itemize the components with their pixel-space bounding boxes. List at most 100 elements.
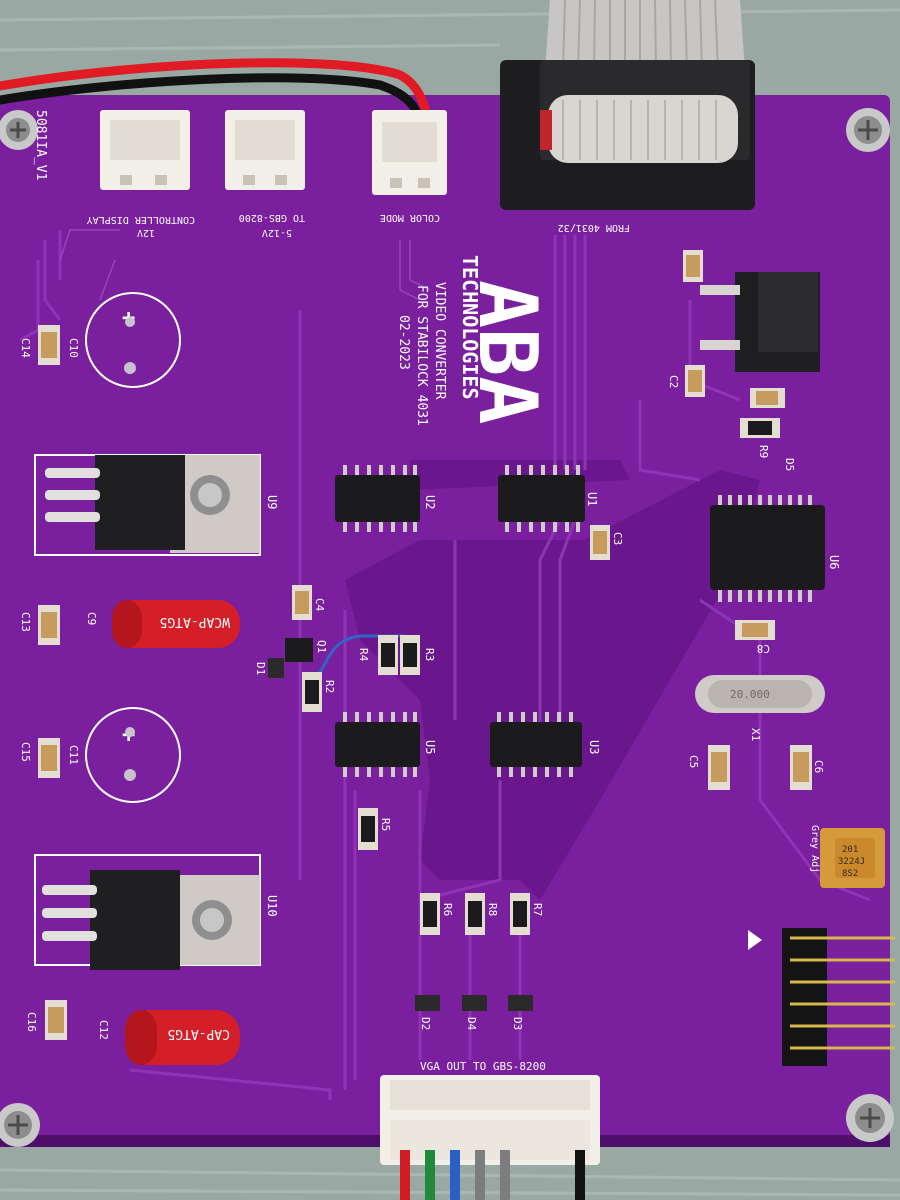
label-grey-adj: Grey Adj — [809, 825, 820, 873]
cap-footprint-c11: + — [85, 707, 181, 803]
label-r3: R3 — [423, 648, 436, 661]
smd-cap-c15 — [38, 738, 60, 778]
label-c4: C4 — [313, 598, 326, 612]
cap-c9-marking: WCAP-ATG5 — [160, 614, 230, 629]
ic-u5 — [335, 712, 420, 777]
label-u3: U3 — [587, 740, 601, 754]
idc-header-input — [500, 60, 755, 210]
trimmer-line-2: 3224J — [838, 857, 865, 867]
smd-cap-c14 — [38, 325, 60, 365]
connector-gbs-power — [225, 110, 305, 190]
label-r6: R6 — [441, 903, 454, 916]
label-d2: D2 — [419, 1017, 432, 1030]
cap-footprint-c10: + — [85, 292, 181, 388]
label-r5: R5 — [379, 818, 392, 831]
diode-d3 — [508, 995, 533, 1011]
label-c11: C11 — [67, 745, 80, 765]
smd-resistor-r3 — [400, 635, 420, 675]
board-product: VIDEO CONVERTER — [432, 282, 447, 400]
diode-d4 — [462, 995, 487, 1011]
smd-cap-c2 — [685, 365, 705, 397]
trimmer-line-1: 201 — [842, 845, 858, 855]
smd-cap-top — [683, 250, 703, 282]
transistor-q1 — [285, 638, 313, 662]
smd-cap-c5 — [708, 745, 730, 790]
label-u1: U1 — [585, 492, 599, 506]
crystal-x1: 20.000 — [695, 675, 825, 713]
label-c12: C12 — [97, 1020, 110, 1040]
ic-u2 — [335, 465, 420, 532]
traces — [19, 230, 871, 1100]
revision-label: 5081IA_V1 — [33, 110, 48, 180]
label-u10: U10 — [265, 895, 279, 917]
connector-color-mode — [372, 110, 447, 195]
crystal-marking: 20.000 — [730, 688, 770, 701]
smd-resistor-r6 — [420, 893, 440, 935]
label-c2: C2 — [667, 375, 680, 388]
label-color-mode: COLOR MODE — [380, 212, 440, 223]
label-to-gbs: TO GBS-8200 — [239, 212, 305, 223]
vga-out-connector — [380, 1075, 600, 1165]
mounting-screw-bottom-left — [0, 1103, 40, 1147]
label-c8: C8 — [757, 642, 770, 655]
label-u6: U6 — [827, 555, 841, 569]
ic-u1 — [498, 465, 585, 532]
board-target: FOR STABILOCK 4031 — [414, 285, 429, 426]
diode-d2 — [415, 995, 440, 1011]
label-r2: R2 — [323, 680, 336, 693]
label-c15: C15 — [19, 742, 32, 762]
label-c13: C13 — [19, 612, 32, 632]
logo-technologies: TECHNOLOGIES — [458, 255, 482, 400]
label-ribbon-in: FROM 4031/32 — [558, 222, 630, 233]
smd-cap-c6 — [790, 745, 812, 790]
mounting-screw-top-right — [846, 108, 890, 152]
ribbon-cable — [545, 0, 745, 71]
regulator-u10 — [34, 854, 261, 970]
label-c6: C6 — [812, 760, 825, 773]
label-d5: D5 — [783, 458, 796, 471]
smd-cap-c4 — [292, 585, 312, 620]
regulator-u9 — [34, 454, 261, 556]
board-date: 02-2023 — [396, 315, 411, 370]
smd-cap-c3 — [590, 525, 610, 560]
label-c9: C9 — [85, 612, 98, 625]
label-q1: Q1 — [315, 640, 328, 653]
mounting-screw-bottom-right — [846, 1094, 894, 1142]
smd-cap-c13 — [38, 605, 60, 645]
diode-d1 — [268, 658, 284, 678]
label-u9: U9 — [265, 495, 279, 509]
label-x1: X1 — [749, 728, 762, 741]
label-c3: C3 — [611, 532, 624, 545]
vga-wires — [400, 1150, 585, 1200]
regulator-dpak — [700, 272, 820, 372]
smd-resistor-r9 — [740, 418, 780, 438]
smd-cap-c16 — [45, 1000, 67, 1040]
label-5-12v: 5-12V — [262, 227, 292, 238]
ic-u6 — [710, 495, 825, 602]
smd-cap-c8 — [735, 620, 775, 640]
pin-header-right — [748, 928, 895, 1066]
label-c10: C10 — [67, 338, 80, 358]
label-c14: C14 — [19, 338, 32, 358]
smd-cap-c7 — [750, 388, 785, 408]
connector-controller-display — [100, 110, 190, 190]
power-cable — [0, 58, 433, 135]
smd-resistor-r7 — [510, 893, 530, 935]
mounting-screw-top-left — [0, 110, 38, 150]
smd-resistor-r8 — [465, 893, 485, 935]
trimmer-line-3: 8S2 — [842, 869, 858, 879]
label-d1: D1 — [254, 662, 267, 675]
traces-fine — [59, 229, 431, 301]
label-u2: U2 — [423, 495, 437, 509]
trimmer-grey-adj: 201 3224J 8S2 — [820, 828, 885, 888]
label-d3: D3 — [511, 1017, 524, 1030]
label-r9: R9 — [757, 445, 770, 458]
label-d4: D4 — [465, 1017, 478, 1031]
logo-aba: ABA — [461, 280, 554, 425]
label-u5: U5 — [423, 740, 437, 754]
label-c5: C5 — [687, 755, 700, 768]
label-r4: R4 — [357, 648, 370, 662]
label-r7: R7 — [531, 903, 544, 916]
cap-c12-marking: CAP-ATG5 — [167, 1026, 230, 1041]
